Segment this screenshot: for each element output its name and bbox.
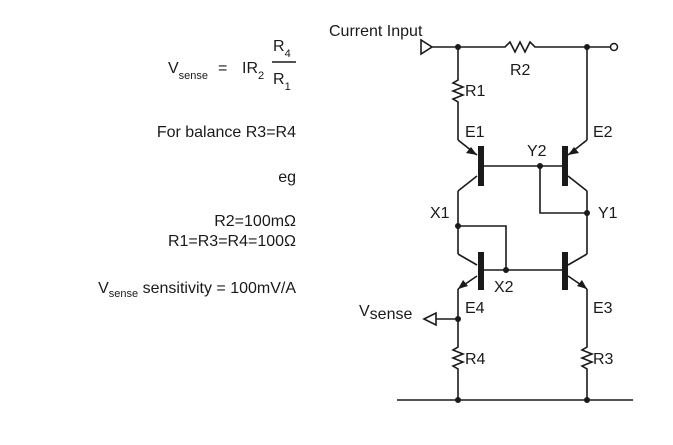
eq-denominator: R1 — [273, 71, 291, 93]
r1-label: R1 — [465, 83, 486, 100]
circuit: Current Input R2 R1 E1 E2 Y2 Y1 — [329, 23, 633, 403]
q2-collector-lead — [567, 175, 588, 192]
r4-label: R4 — [465, 351, 486, 368]
eq-lhs: Vsense — [168, 60, 208, 82]
eq-numerator: R4 — [273, 38, 291, 60]
notes: For balance R3=R4 eg R2=100mΩ R1=R3=R4=1… — [98, 124, 296, 300]
y2-label: Y2 — [527, 143, 547, 160]
r-values-note: R1=R3=R4=100Ω — [168, 233, 296, 250]
r4-resistor — [450, 340, 466, 400]
q3-collector-lead — [567, 253, 588, 266]
r2-resistor — [432, 40, 611, 54]
sensitivity-note: Vsense sensitivity = 100mV/A — [98, 280, 296, 300]
y2-to-y1-wire — [539, 166, 587, 214]
y1-label: Y1 — [598, 205, 618, 222]
current-input-label: Current Input — [329, 23, 423, 40]
node-dot — [503, 267, 509, 273]
emitter-arrow-icon — [458, 280, 468, 289]
e4-label: E4 — [465, 300, 485, 317]
emitter-arrow-icon — [466, 147, 477, 155]
q1-collector-lead — [457, 175, 478, 192]
vsense-label: Vsense — [359, 303, 412, 323]
node-dot — [584, 397, 590, 403]
r3-label: R3 — [593, 351, 614, 368]
x1-to-x2-wire — [458, 225, 507, 270]
vsense-arrow-icon — [422, 311, 437, 327]
emitter-arrow-icon — [577, 280, 587, 289]
eq-rhs: IR2 — [242, 60, 264, 82]
r1-resistor — [450, 47, 466, 140]
node-dot — [455, 397, 461, 403]
e1-label: E1 — [465, 124, 485, 141]
e3-label: E3 — [593, 300, 613, 317]
vsense-equation: Vsense = IR2 R4 R1 — [168, 38, 296, 93]
r3-resistor — [579, 289, 595, 400]
balance-note: For balance R3=R4 — [157, 124, 296, 141]
e2-label: E2 — [593, 124, 613, 141]
q4-collector-lead — [457, 253, 478, 266]
output-terminal-icon — [609, 42, 619, 52]
eg-note: eg — [278, 169, 296, 186]
r2-value-note: R2=100mΩ — [214, 213, 296, 230]
x2-label: X2 — [494, 279, 514, 296]
eq-equals: = — [218, 60, 227, 77]
input-arrow-icon — [420, 38, 434, 56]
r2-label: R2 — [510, 62, 531, 79]
x1-label: X1 — [430, 205, 450, 222]
emitter-arrow-icon — [568, 147, 579, 155]
